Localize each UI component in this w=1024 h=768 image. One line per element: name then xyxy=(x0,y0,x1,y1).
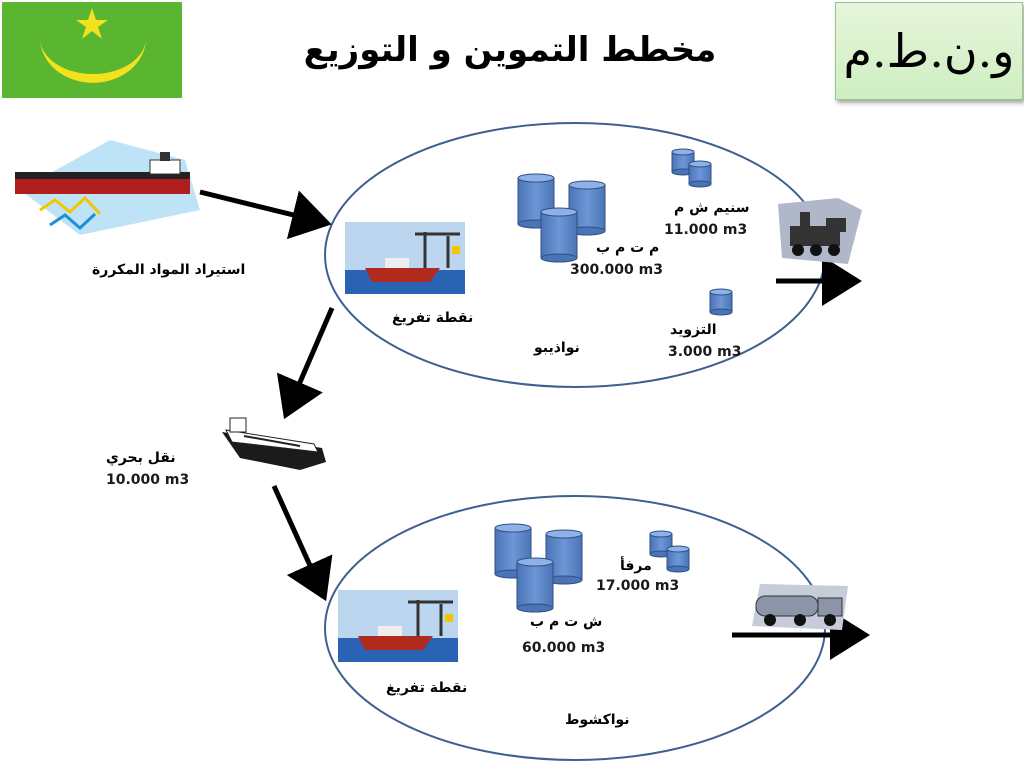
nouakchott-unload-label: نقطة تفريغ xyxy=(380,678,474,698)
tank-group-port xyxy=(649,530,690,573)
sea-transport-label: نقل بحري xyxy=(106,450,176,466)
port-capacity: 17.000 m3 xyxy=(596,578,680,594)
nouakchott-depot-label: ش ت م ب xyxy=(530,614,603,630)
nouadhibou-depot-capacity: 300.000 m3 xyxy=(570,262,663,278)
sea-tanker-icon xyxy=(222,417,326,470)
import-arrow xyxy=(199,189,332,240)
tanker-truck-icon xyxy=(752,584,848,630)
supply-capacity: 3.000 m3 xyxy=(668,344,742,360)
tank-supply xyxy=(709,288,733,316)
tank-group-snim xyxy=(671,148,712,188)
port-unload-icon-north xyxy=(345,222,465,294)
sea-transport-capacity: 10.000 m3 xyxy=(106,472,190,488)
tank-group-nouakchott xyxy=(494,523,583,613)
logo-text: و.ن.ط.م xyxy=(843,24,1015,78)
page-title: مخطط التموين و التوزيع xyxy=(303,30,717,70)
supply-label: التزويد xyxy=(670,322,717,338)
logo-badge: و.ن.ط.م xyxy=(835,2,1023,100)
mauritania-flag-icon xyxy=(2,2,182,98)
nouadhibou-city-label: نواذيبو xyxy=(534,340,580,356)
snim-capacity: 11.000 m3 xyxy=(664,222,748,238)
tank-group-nouadhibou xyxy=(517,173,606,263)
port-label: مرفأ xyxy=(620,558,652,574)
train-icon xyxy=(778,198,862,264)
import-label: استيراد المواد المكررة xyxy=(92,262,246,278)
nouadhibou-depot-label: م ت م ب xyxy=(596,240,660,256)
tanker-ship-icon xyxy=(15,140,200,235)
nouadhibou-unload-label: نقطة تفريغ xyxy=(386,308,480,328)
to-nouakchott-arrow xyxy=(271,484,333,602)
to-sea-arrow xyxy=(276,307,335,420)
snim-label: سنيم ش م xyxy=(674,200,750,216)
port-unload-icon-south xyxy=(338,590,458,662)
nouakchott-depot-capacity: 60.000 m3 xyxy=(522,640,606,656)
nouakchott-city-label: نواكشوط xyxy=(565,712,630,728)
